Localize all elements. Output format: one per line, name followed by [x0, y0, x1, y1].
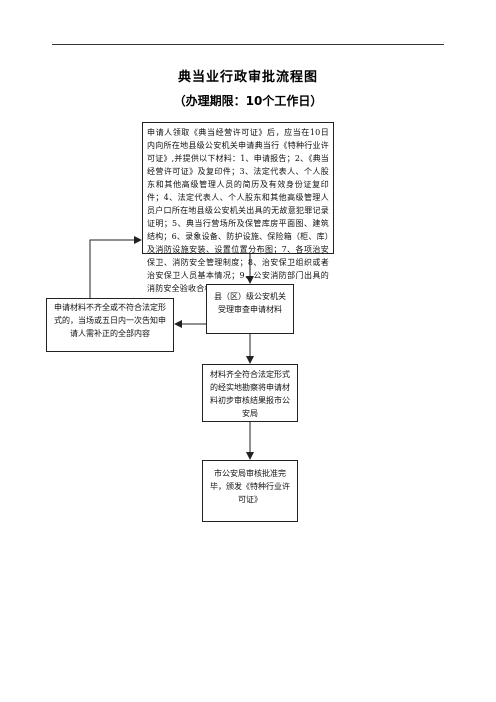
page-subtitle: （办理期限：10个工作日）	[173, 94, 323, 108]
city-approval-box: 市公安局审核批准完毕，颁发《特种行业许可证》	[202, 460, 298, 522]
application-requirements-box: 申请人领取《典当经营许可证》后，应当在10日内向所在地县级公安机关申请典当行《特…	[142, 122, 334, 293]
city-approval-text: 市公安局审核批准完毕，颁发《特种行业许可证》	[210, 469, 290, 504]
header-rule	[52, 44, 444, 45]
incomplete-materials-text: 申请材料不齐全或不符合法定形式的，当场或五日内一次告知申请人需补正的全部内容	[54, 303, 166, 338]
county-review-text: 县（区）级公安机关受理审查申请材料	[214, 292, 286, 314]
county-review-box: 县（区）级公安机关受理审查申请材料	[206, 284, 294, 334]
application-requirements-text: 申请人领取《典当经营许可证》后，应当在10日内向所在地县级公安机关申请典当行《特…	[147, 128, 329, 293]
site-inspection-box: 材料齐全符合法定形式的经实地勘察将申请材料初步审核结果报市公安局	[202, 364, 298, 422]
page-title: 典当业行政审批流程图	[177, 70, 318, 85]
arrow-reject-to-requirements	[89, 236, 142, 298]
site-inspection-text: 材料齐全符合法定形式的经实地勘察将申请材料初步审核结果报市公安局	[210, 370, 290, 418]
incomplete-materials-box: 申请材料不齐全或不符合法定形式的，当场或五日内一次告知申请人需补正的全部内容	[46, 298, 174, 352]
